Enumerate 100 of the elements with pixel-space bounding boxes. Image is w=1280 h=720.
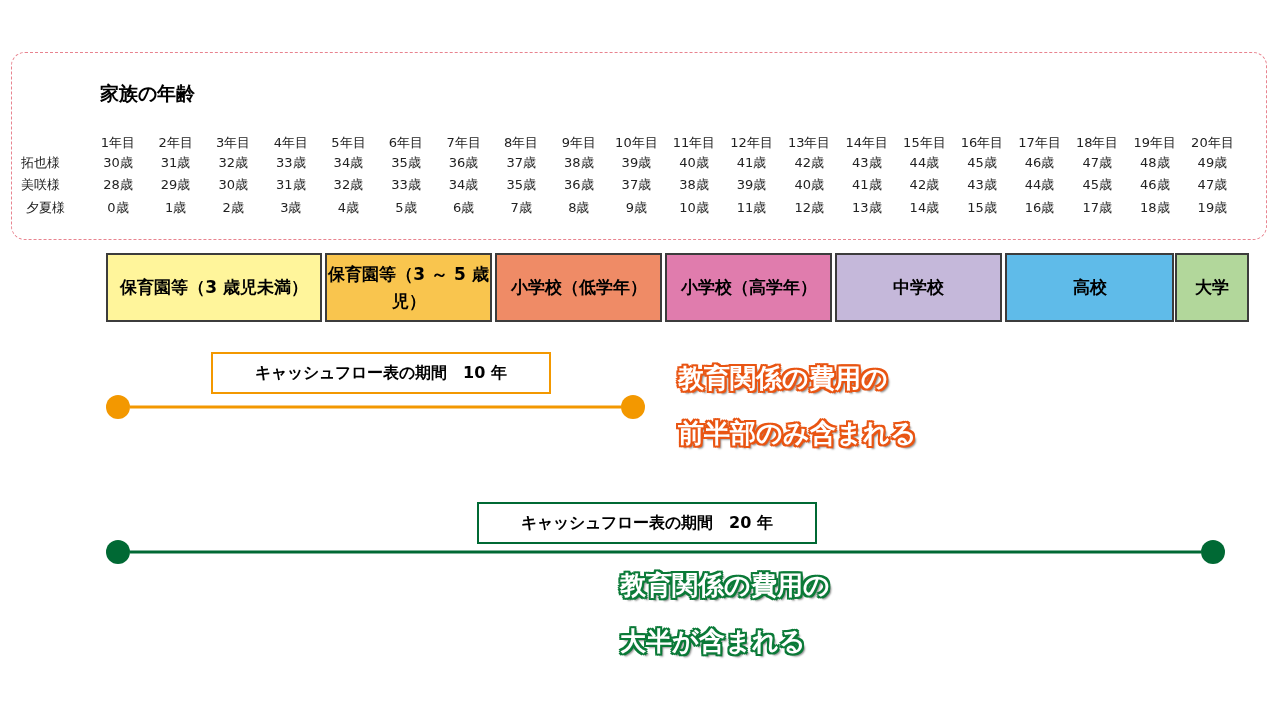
age-cell: 6歳 [452, 199, 475, 217]
school-stage-box: 高校 [1005, 253, 1174, 322]
period-box: キャッシュフロー表の期間 10 年 [211, 352, 551, 394]
age-cell: 30歳 [103, 154, 133, 172]
school-stage-box: 保育園等（3 歳児未満） [106, 253, 322, 322]
timeline-line [130, 405, 621, 409]
age-cell: 36歳 [448, 154, 479, 172]
year-header: 4年目 [273, 134, 308, 152]
year-header: 20年目 [1191, 134, 1234, 152]
age-cell: 14歳 [909, 199, 940, 217]
timeline-dot [1201, 540, 1225, 564]
age-cell: 46歳 [1024, 154, 1055, 172]
school-stage-box: 保育園等（3 ～ 5 歳児） [325, 253, 492, 322]
age-cell: 10歳 [679, 199, 709, 217]
age-cell: 38歳 [564, 154, 594, 172]
age-cell: 33歳 [391, 176, 421, 194]
age-cell: 31歳 [276, 176, 306, 194]
age-cell: 47歳 [1082, 154, 1112, 172]
year-header: 11年目 [672, 134, 716, 152]
age-cell: 40歳 [794, 176, 824, 194]
note-text: 前半部のみ含まれる [678, 416, 917, 451]
age-cell: 46歳 [1140, 176, 1170, 194]
year-header: 13年目 [787, 134, 831, 152]
age-cell: 9歳 [625, 199, 648, 217]
age-cell: 34歳 [448, 176, 479, 194]
age-cell: 7歳 [510, 199, 532, 217]
school-stage-box: 小学校（低学年） [495, 253, 662, 322]
age-cell: 45歳 [1082, 176, 1112, 194]
age-cell: 2歳 [222, 199, 244, 217]
age-cell: 32歳 [333, 176, 364, 194]
age-cell: 13歳 [852, 199, 882, 217]
year-header: 14年目 [845, 134, 889, 152]
age-cell: 1歳 [164, 199, 187, 217]
age-cell: 44歳 [909, 154, 940, 172]
timeline-dot [621, 395, 645, 419]
age-cell: 35歳 [506, 176, 536, 194]
age-cell: 0歳 [107, 199, 129, 217]
age-cell: 44歳 [1024, 176, 1055, 194]
age-cell: 34歳 [333, 154, 364, 172]
age-cell: 47歳 [1197, 176, 1228, 194]
timeline-dot [106, 540, 130, 564]
age-cell: 18歳 [1140, 199, 1170, 217]
age-cell: 31歳 [160, 154, 191, 172]
year-header: 7年目 [446, 134, 481, 152]
school-stage-box: 中学校 [835, 253, 1002, 322]
age-cell: 43歳 [967, 176, 997, 194]
person-name: 拓也様 [20, 154, 60, 172]
age-cell: 5歳 [395, 199, 417, 217]
school-stage-box: 大学 [1175, 253, 1249, 322]
age-cell: 3歳 [280, 199, 302, 217]
age-cell: 12歳 [794, 199, 824, 217]
age-cell: 29歳 [160, 176, 191, 194]
table-title: 家族の年齢 [100, 81, 195, 106]
age-cell: 39歳 [621, 154, 652, 172]
school-stage-box: 小学校（高学年） [665, 253, 832, 322]
age-cell: 30歳 [218, 176, 248, 194]
age-cell: 40歳 [679, 154, 709, 172]
year-header: 10年目 [615, 134, 658, 152]
age-cell: 17歳 [1082, 199, 1112, 217]
age-cell: 38歳 [679, 176, 709, 194]
age-cell: 45歳 [967, 154, 997, 172]
age-cell: 33歳 [276, 154, 306, 172]
age-cell: 15歳 [967, 199, 997, 217]
person-name: 美咲様 [20, 176, 60, 194]
year-header: 2年目 [158, 134, 193, 152]
age-cell: 37歳 [621, 176, 652, 194]
age-cell: 41歳 [736, 154, 767, 172]
age-cell: 36歳 [564, 176, 594, 194]
timeline-dot [106, 395, 130, 419]
person-name: 夕夏様 [25, 199, 65, 217]
age-cell: 4歳 [337, 199, 360, 217]
age-cell: 35歳 [391, 154, 421, 172]
age-cell: 16歳 [1024, 199, 1055, 217]
year-header: 9年目 [561, 134, 596, 152]
year-header: 17年目 [1018, 134, 1061, 152]
age-cell: 28歳 [103, 176, 133, 194]
year-header: 5年目 [331, 134, 366, 152]
year-header: 6年目 [388, 134, 424, 152]
age-cell: 43歳 [852, 154, 882, 172]
year-header: 1年目 [100, 134, 136, 152]
period-box: キャッシュフロー表の期間 20 年 [477, 502, 817, 544]
age-cell: 42歳 [909, 176, 940, 194]
age-cell: 19歳 [1197, 199, 1228, 217]
age-cell: 49歳 [1197, 154, 1228, 172]
age-cell: 32歳 [218, 154, 248, 172]
age-cell: 8歳 [568, 199, 590, 217]
age-cell: 37歳 [506, 154, 536, 172]
year-header: 8年目 [504, 134, 539, 152]
dashed-frame [11, 52, 1267, 240]
age-cell: 11歳 [736, 199, 767, 217]
age-cell: 39歳 [736, 176, 767, 194]
year-header: 18年目 [1075, 134, 1119, 152]
year-header: 19年目 [1133, 134, 1177, 152]
age-cell: 42歳 [794, 154, 824, 172]
age-cell: 48歳 [1140, 154, 1170, 172]
year-header: 3年目 [216, 134, 251, 152]
timeline-line [130, 550, 1201, 554]
year-header: 12年目 [730, 134, 773, 152]
age-cell: 41歳 [852, 176, 882, 194]
note-text: 大半が含まれる [620, 625, 806, 659]
